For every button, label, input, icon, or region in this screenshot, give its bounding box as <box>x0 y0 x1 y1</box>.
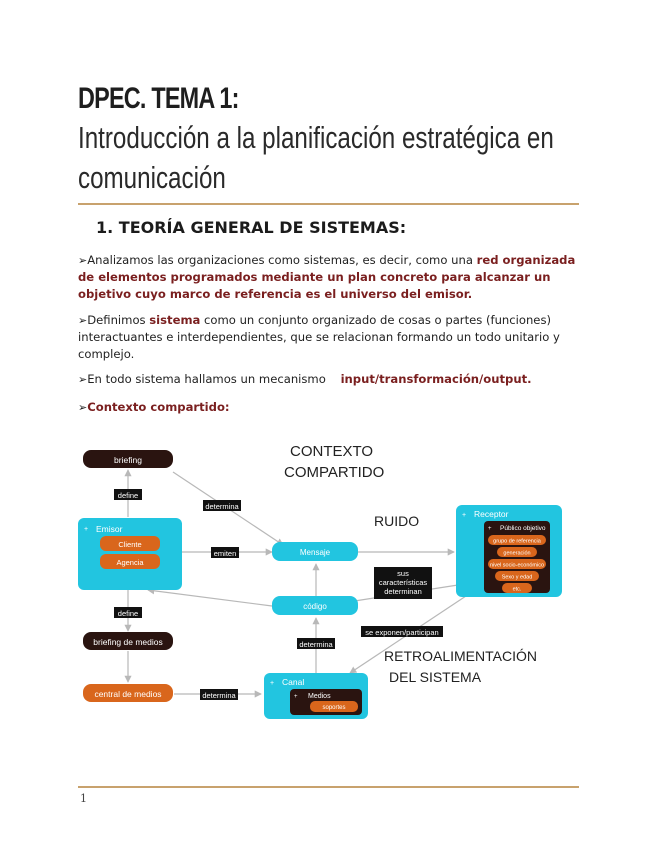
node-briefing <box>83 450 173 468</box>
section-heading: 1. TEORÍA GENERAL DE SISTEMAS: <box>96 218 407 237</box>
edge-label-bg <box>361 626 443 637</box>
p2-bold: sistema <box>149 313 201 327</box>
p3-bold: input/transformación/output. <box>340 372 532 386</box>
bullet-icon: ➢ <box>78 314 88 327</box>
node-medios-label: Medios <box>308 693 331 700</box>
edge-label-bg <box>200 689 238 700</box>
edge-label-se-exponen: se exponen/participan <box>365 628 438 637</box>
node-receptor-label: Receptor <box>474 509 509 519</box>
node-agencia-label: Agencia <box>116 558 144 567</box>
edge-label-determina-1: determina <box>205 502 239 511</box>
node-soportes-label: soportes <box>322 705 345 711</box>
edge-label-determina-3: determina <box>202 691 236 700</box>
receptor-item-label: grupo de referencia <box>493 539 542 545</box>
receptor-item-label: nivel socio-económico <box>490 563 544 569</box>
node-emisor-label: Emisor <box>96 524 123 534</box>
document-title: DPEC. TEMA 1: Introducción a la planific… <box>78 80 598 198</box>
edge-label-bg <box>374 567 432 599</box>
paragraph-3: ➢En todo sistema hallamos un mecanismo i… <box>78 371 578 388</box>
p1-bold: red organizada de elementos programados … <box>78 253 576 301</box>
expand-icon: + <box>488 526 492 532</box>
title-divider <box>78 203 579 205</box>
label-retro-1: RETROALIMENTACIÓN <box>384 648 537 664</box>
edge-label-bg <box>297 638 335 649</box>
expand-icon: + <box>270 680 274 687</box>
edge-label-line: características <box>379 578 428 587</box>
p3-text: En todo sistema hallamos un mecanismo <box>87 372 330 386</box>
p2-text-pre: Definimos <box>87 313 150 327</box>
receptor-item-label: etc. <box>513 587 522 593</box>
p4-bold: Contexto compartido: <box>87 400 230 414</box>
expand-icon: + <box>462 512 466 519</box>
node-central-medios <box>83 684 173 702</box>
title-line-2: Introducción a la planificación estratég… <box>78 120 554 155</box>
node-briefing-medios <box>83 632 173 650</box>
paragraph-2: ➢Definimos sistema como un conjunto orga… <box>78 312 578 363</box>
node-canal-label: Canal <box>282 677 304 687</box>
system-diagram: CONTEXTO COMPARTIDO RUIDO RETROALIMENTAC… <box>78 428 578 740</box>
page-number: 1 <box>80 792 87 805</box>
node-cliente-label: Cliente <box>118 540 141 549</box>
receptor-items: grupo de referencia generación nivel socio… <box>488 535 546 593</box>
bullet-icon: ➢ <box>78 254 88 267</box>
node-publico-label: Público objetivo <box>500 525 546 532</box>
node-mensaje-label: Mensaje <box>300 548 331 557</box>
receptor-item-pill <box>488 535 546 545</box>
node-soportes <box>310 701 358 712</box>
label-retro-2: DEL SISTEMA <box>389 669 482 685</box>
node-central-medios-label: central de medios <box>94 689 161 699</box>
bullet-icon: ➢ <box>78 401 88 414</box>
node-mensaje <box>272 542 358 561</box>
label-ruido: RUIDO <box>374 513 419 529</box>
title-line-3: comunicación <box>78 160 226 195</box>
expand-icon: + <box>294 694 298 700</box>
p1-text: Analizamos las organizaciones como siste… <box>87 253 477 267</box>
receptor-item-pill <box>497 547 537 557</box>
receptor-item-pill <box>488 559 546 569</box>
edge-label-define-1: define <box>118 491 138 500</box>
diagram-svg: CONTEXTO COMPARTIDO RUIDO RETROALIMENTAC… <box>78 443 562 719</box>
node-agencia <box>100 554 160 569</box>
bullet-icon: ➢ <box>78 373 88 386</box>
edge-label-line: determinan <box>384 587 422 596</box>
node-codigo <box>272 596 358 615</box>
paragraph-4: ➢Contexto compartido: <box>78 399 578 416</box>
p2-text-post: como un conjunto organizado de cosas o p… <box>78 313 560 361</box>
receptor-item-label: Sexo y edad <box>502 575 533 581</box>
node-codigo-label: código <box>303 602 327 611</box>
title-line-1: DPEC. TEMA 1: <box>78 82 239 115</box>
label-compartido: COMPARTIDO <box>284 464 384 481</box>
footer-divider <box>78 786 579 788</box>
receptor-item-pill <box>495 571 539 581</box>
expand-icon: + <box>84 526 88 533</box>
label-contexto: CONTEXTO <box>290 443 373 460</box>
node-briefing-medios-label: briefing de medios <box>93 637 162 647</box>
edge-label-bg <box>114 607 142 618</box>
edge-label-emiten: emiten <box>214 549 237 558</box>
edge-label-define-2: define <box>118 609 138 618</box>
receptor-item-pill <box>502 583 532 593</box>
node-briefing-label: briefing <box>114 455 142 465</box>
receptor-item-label: generación <box>503 551 530 557</box>
edge-label-bg <box>211 547 239 558</box>
edge-label-determina-2: determina <box>299 640 333 649</box>
paragraph-1: ➢Analizamos las organizaciones como sist… <box>78 252 578 303</box>
edge-label-bg <box>114 489 142 500</box>
node-cliente <box>100 536 160 551</box>
edge-label-bg <box>203 500 241 511</box>
edge-label-line: sus <box>397 569 409 578</box>
